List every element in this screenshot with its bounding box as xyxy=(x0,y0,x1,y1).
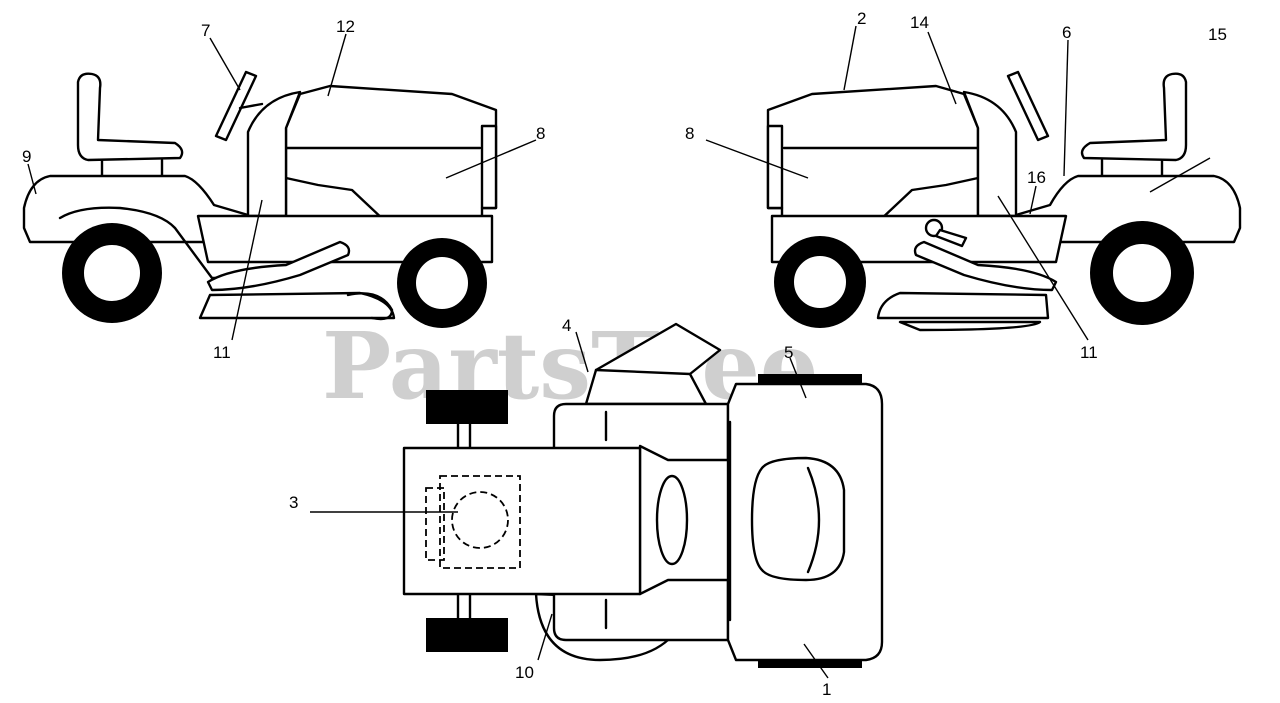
callout-16: 16 xyxy=(1027,168,1046,187)
callout-2: 2 xyxy=(857,9,866,28)
callout-8-right: 8 xyxy=(685,124,694,143)
seat-outline-top xyxy=(439,475,521,569)
dash-panel-left xyxy=(246,90,302,218)
callout-5: 5 xyxy=(784,343,793,362)
callout-14: 14 xyxy=(910,13,929,32)
leader-lines xyxy=(27,25,1211,679)
rear-fender-right xyxy=(1014,174,1242,244)
seat-left xyxy=(76,72,184,162)
rear-fender-left xyxy=(22,174,250,244)
callout-labels: 1 2 3 4 5 6 7 8 8 9 10 11 11 12 14 15 16 xyxy=(22,9,1227,699)
callout-10: 10 xyxy=(515,663,534,682)
callout-11-right: 11 xyxy=(1080,343,1098,362)
grille-right xyxy=(766,124,784,210)
dash-panel-right xyxy=(962,90,1018,218)
steering-wheel-right xyxy=(1006,70,1050,142)
callout-9: 9 xyxy=(22,147,31,166)
callout-12: 12 xyxy=(336,17,355,36)
callout-8-left: 8 xyxy=(536,124,545,143)
rear-fender-top xyxy=(402,446,642,596)
footrest-right xyxy=(913,240,1058,292)
mower-deck-left xyxy=(198,291,396,320)
tractor-top-view xyxy=(402,322,884,668)
hood-left xyxy=(284,84,498,220)
seat-right xyxy=(1080,72,1188,162)
rear-tire-top-upper xyxy=(426,390,508,424)
footrest-left xyxy=(206,240,351,292)
callout-15: 15 xyxy=(1208,25,1227,44)
callout-4: 4 xyxy=(562,316,571,335)
steering-wheel-top xyxy=(655,474,689,566)
tractor-left-side-view xyxy=(22,70,498,328)
steering-wheel-left xyxy=(214,70,258,142)
grille-left xyxy=(480,124,498,210)
callout-1: 1 xyxy=(822,680,831,699)
callout-7: 7 xyxy=(201,21,210,40)
mower-deck-right xyxy=(876,291,1050,320)
hood-right xyxy=(766,84,980,220)
rear-tire-top-lower xyxy=(426,618,508,652)
callout-11-left: 11 xyxy=(213,343,231,362)
callout-6: 6 xyxy=(1062,23,1071,42)
callout-3: 3 xyxy=(289,493,298,512)
tractor-right-side-view xyxy=(766,70,1242,332)
